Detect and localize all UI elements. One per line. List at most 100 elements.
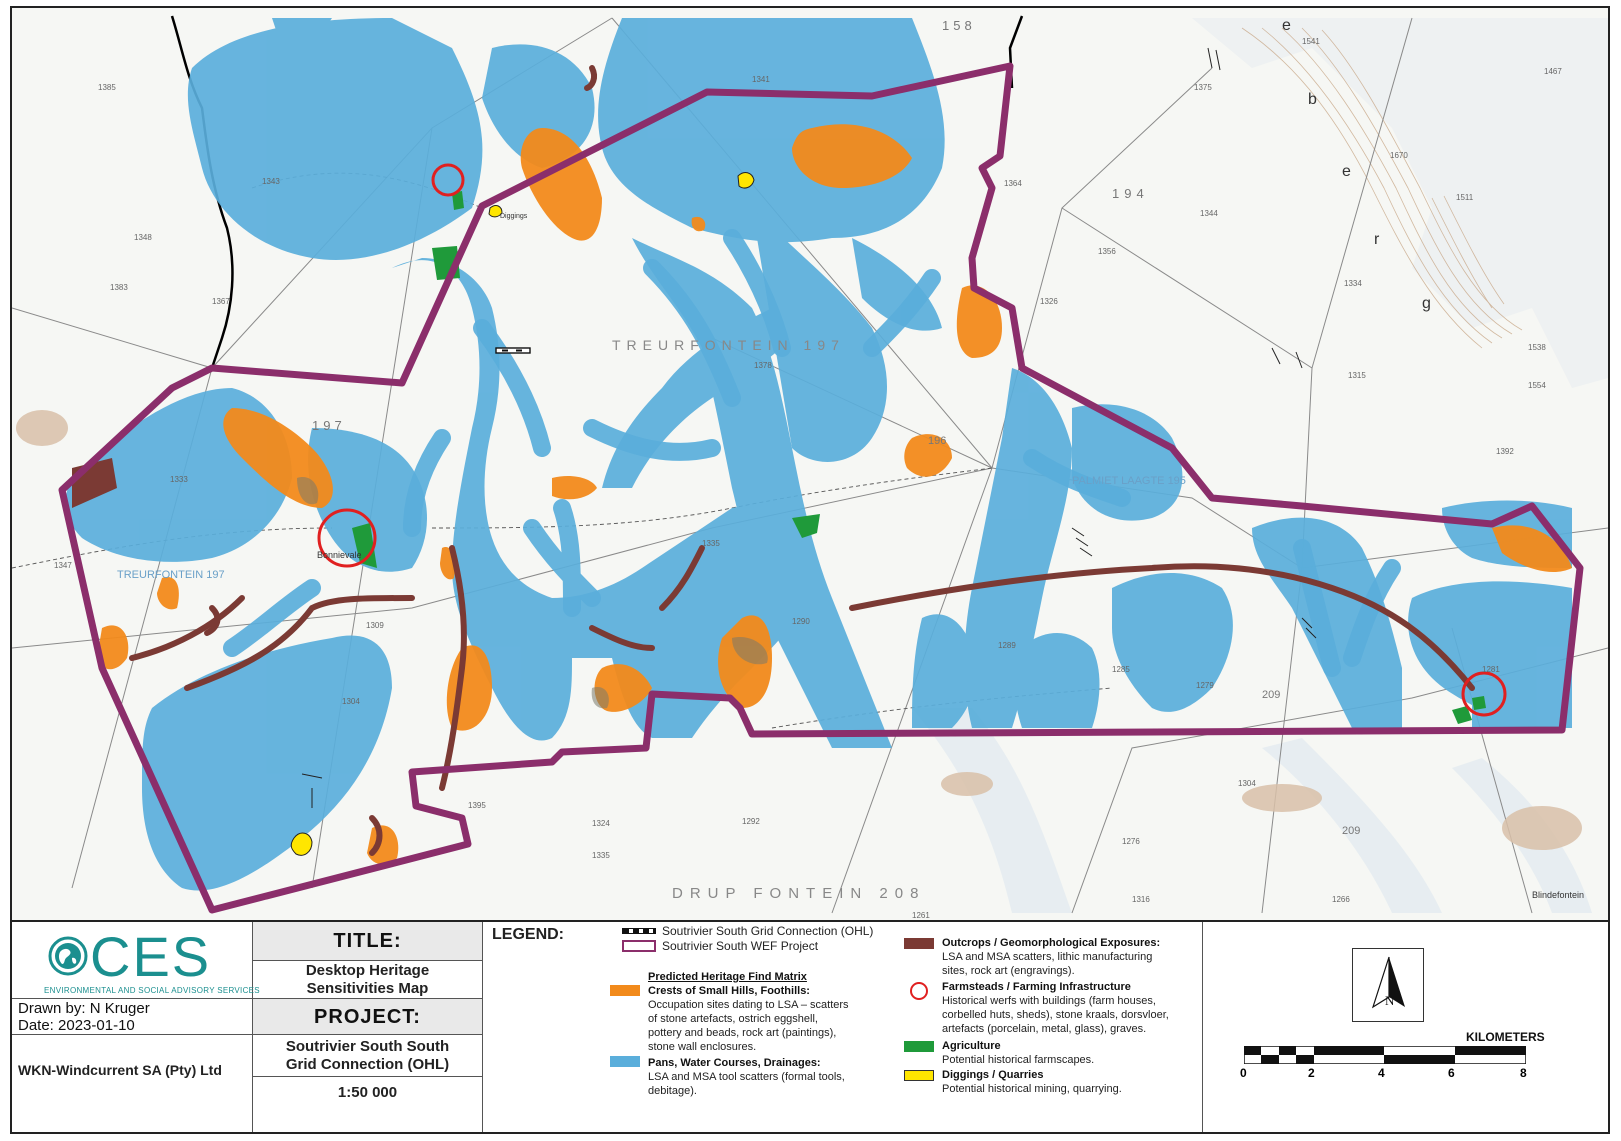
spot-height: 1385 [98, 83, 116, 92]
spot-height: 1261 [912, 911, 930, 920]
heritage-map[interactable]: TREURFONTEIN 197 197 TREURFONTEIN 197 PA… [12, 8, 1608, 920]
spot-height: 1356 [1098, 247, 1116, 256]
legend-farmsteads-desc: Historical werfs with buildings (farm ho… [942, 995, 1156, 1007]
legend-farmsteads-desc: corbelled huts, sheds), stone kraals, do… [942, 1009, 1169, 1021]
overlap-areas [297, 477, 768, 709]
spot-height: 1467 [1544, 67, 1562, 76]
scalebar-tick: 4 [1378, 1066, 1385, 1080]
drainage-branches [223, 229, 1401, 677]
spot-height: 1341 [752, 75, 770, 84]
map-scale: 1:50 000 [337, 1084, 398, 1101]
spot-height: 1538 [1528, 343, 1546, 352]
legend-diggings-title: Diggings / Quarries [942, 1069, 1044, 1081]
grid-connection-ohl[interactable] [495, 347, 531, 354]
spot-height: 1316 [1132, 895, 1150, 904]
legend-wef-project: Soutrivier South WEF Project [662, 939, 819, 953]
legend-outcrops-title: Outcrops / Geomorphological Exposures: [942, 937, 1161, 949]
spot-height: 1367 [212, 297, 230, 306]
divider [482, 922, 483, 1132]
spot-height: 1281 [1482, 665, 1500, 674]
logo-wordmark: CES [90, 925, 212, 988]
title-value-line2: Sensitivities Map [306, 980, 429, 997]
map-canvas: TREURFONTEIN 197 197 TREURFONTEIN 197 PA… [12, 8, 1608, 920]
north-arrow-icon [1371, 956, 1405, 1009]
legend-agri-swatch [904, 1041, 934, 1052]
drawn-by: Drawn by: N Kruger [18, 1000, 150, 1017]
spot-height: 1344 [1200, 209, 1218, 218]
bare-ground [16, 410, 1582, 850]
spot-height: 1347 [54, 561, 72, 570]
globe-icon [48, 936, 88, 976]
ces-logo: CES ENVIRONMENTAL AND SOCIAL ADVISORY SE… [42, 925, 260, 996]
legend-crests-title: Crests of Small Hills, Foothills: [648, 985, 810, 997]
farm-label: 196 [928, 435, 946, 447]
spot-height: 1554 [1528, 381, 1546, 390]
scalebar-graphic [1243, 1045, 1527, 1065]
spot-height: 1670 [1390, 151, 1408, 160]
spot-height: 1333 [170, 475, 188, 484]
legend-diggings-swatch [904, 1070, 934, 1081]
logo-subtitle: ENVIRONMENTAL AND SOCIAL ADVISORY SERVIC… [44, 986, 260, 995]
ridge-ticks [301, 47, 1317, 808]
scalebar-tick: 8 [1520, 1066, 1527, 1080]
title-header-bg [253, 922, 482, 960]
spot-height: 1309 [366, 621, 384, 630]
legend-agri-title: Agriculture [942, 1040, 1001, 1052]
legend-crest-swatch [610, 985, 640, 996]
legend-farmsteads-title: Farmsteads / Farming Infrastructure [942, 981, 1131, 993]
spot-height: 1392 [1496, 447, 1514, 456]
range-letter: g [1422, 295, 1431, 312]
client-name: WKN-Windcurrent SA (Pty) Ltd [18, 1062, 222, 1078]
divider [252, 1076, 482, 1077]
legend-wef-symbol [622, 940, 656, 952]
spot-height: 1324 [592, 819, 610, 828]
farm-label: TREURFONTEIN 197 [612, 337, 845, 353]
spot-height: 1375 [1194, 83, 1212, 92]
legend-water-swatch [610, 1056, 640, 1067]
spot-height: 1266 [1332, 895, 1350, 904]
spot-height: 1395 [468, 801, 486, 810]
map-labels: TREURFONTEIN 197 197 TREURFONTEIN 197 PA… [54, 17, 1584, 920]
divider [252, 960, 482, 961]
farm-label: 197 [312, 418, 346, 433]
farmsteads [317, 163, 1507, 717]
spot-height: 1511 [1456, 193, 1474, 202]
date: Date: 2023-01-10 [18, 1017, 135, 1034]
spot-height: 1289 [998, 641, 1016, 650]
project-value-line2: Grid Connection (OHL) [285, 1056, 450, 1073]
spot-height: 1276 [1122, 837, 1140, 846]
farm-label: 194 [1112, 186, 1149, 201]
spot-height: 1304 [342, 697, 360, 706]
legend-matrix-title: Predicted Heritage Find Matrix [648, 971, 807, 983]
title-label: TITLE: [333, 930, 402, 952]
spot-height: 1326 [1040, 297, 1058, 306]
spot-height: 1292 [742, 817, 760, 826]
spot-height: 1343 [262, 177, 280, 186]
spot-height: 1315 [1348, 371, 1366, 380]
spot-height: 1383 [110, 283, 128, 292]
title-block: CES ENVIRONMENTAL AND SOCIAL ADVISORY SE… [12, 920, 1608, 1132]
farm-label: 158 [942, 18, 976, 33]
north-label: N [1385, 993, 1395, 1008]
spot-height: 1364 [1004, 179, 1022, 188]
spot-height: 1334 [1344, 279, 1362, 288]
legend-farmstead-symbol [910, 982, 928, 1000]
project-label: PROJECT: [314, 1006, 421, 1028]
farm-label: PALMIET LAAGTE 195 [1072, 475, 1186, 487]
legend-ohl-symbol [622, 928, 656, 934]
spot-height: 1279 [1196, 681, 1214, 690]
spot-height: 1335 [592, 851, 610, 860]
project-value-line1: Soutrivier South South [285, 1038, 450, 1055]
title-value-line1: Desktop Heritage [305, 962, 430, 979]
legend-outcrops-desc: sites, rock art (engravings). [942, 965, 1075, 977]
legend-heading: LEGEND: [492, 926, 564, 943]
range-letter: r [1374, 231, 1380, 248]
legend-outcrops-desc: LSA and MSA scatters, lithic manufacturi… [942, 951, 1153, 963]
wef-project-boundary[interactable] [58, 62, 1584, 914]
north-arrow: N [1352, 948, 1424, 1022]
outcrops [129, 65, 1475, 856]
divider [252, 998, 482, 999]
divider [252, 1034, 482, 1035]
legend-grid-connection: Soutrivier South Grid Connection (OHL) [662, 924, 874, 938]
farm-label: TREURFONTEIN 197 [117, 569, 225, 581]
